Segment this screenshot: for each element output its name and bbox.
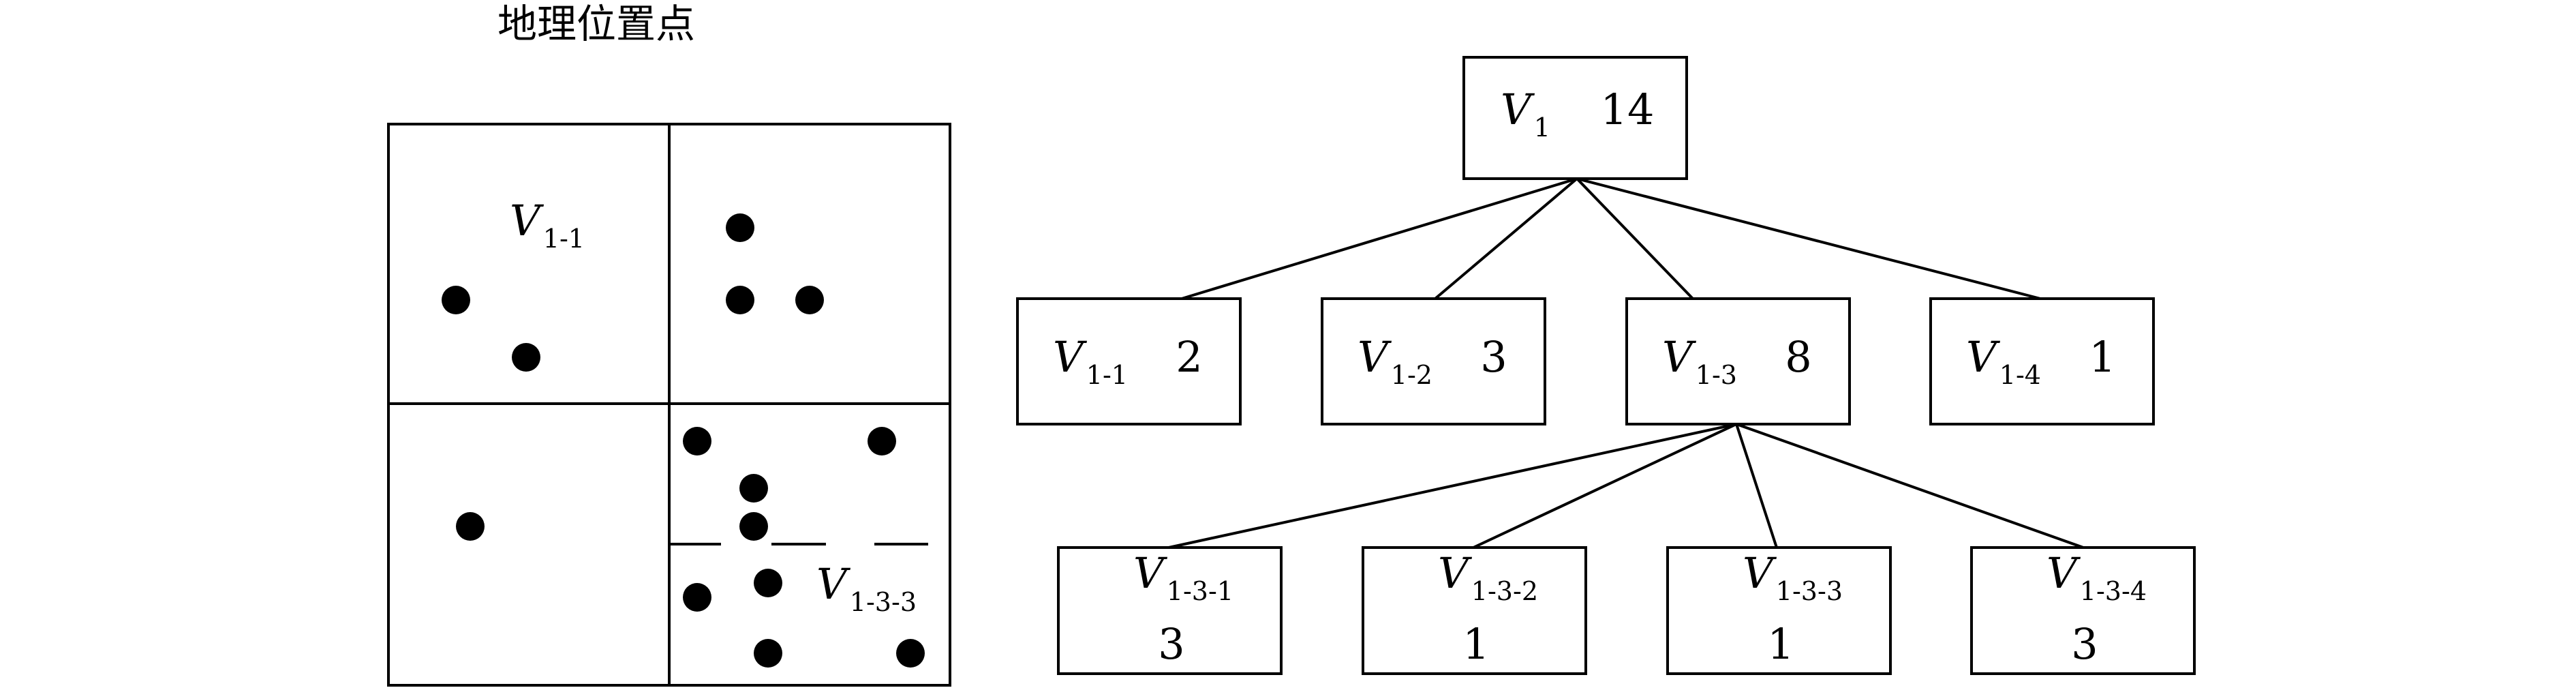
node-box — [1666, 546, 1892, 675]
location-point — [754, 639, 782, 668]
node-box — [1625, 297, 1851, 425]
location-point — [442, 286, 470, 314]
location-point — [868, 427, 896, 455]
tree-edges — [1168, 177, 2084, 549]
node-count: 8 — [1785, 332, 1811, 382]
node-box — [1462, 56, 1688, 180]
location-point — [683, 583, 711, 612]
node-count: 1 — [1462, 619, 1489, 669]
tree-edge — [1168, 423, 1737, 549]
node-box — [1016, 297, 1242, 425]
location-point — [754, 569, 782, 597]
node-count: 1 — [1767, 619, 1794, 669]
node-count: 2 — [1176, 332, 1202, 382]
location-point — [726, 286, 754, 314]
node-count: 3 — [1480, 332, 1507, 382]
node-box — [1929, 297, 2155, 425]
location-point — [456, 512, 485, 541]
node-count: 1 — [2089, 332, 2115, 382]
node-box — [1970, 546, 2196, 675]
tree-edge — [1576, 177, 2041, 300]
location-point — [739, 512, 768, 541]
tree-edge — [1576, 177, 1694, 300]
node-count: 3 — [2071, 619, 2098, 669]
node-box — [1321, 297, 1546, 425]
tree-edge — [1181, 177, 1578, 300]
node-box — [1362, 546, 1587, 675]
location-point — [739, 474, 768, 503]
tree-edge — [1473, 423, 1737, 549]
location-point — [512, 343, 540, 372]
node-count: 14 — [1601, 85, 1655, 134]
location-points — [442, 213, 925, 668]
location-point — [683, 427, 711, 455]
node-box — [1057, 546, 1283, 675]
tree-edge — [1735, 423, 1778, 548]
tree-edge — [1736, 423, 2084, 549]
location-point — [726, 213, 754, 242]
location-point — [795, 286, 824, 314]
node-count: 3 — [1158, 619, 1184, 669]
location-point — [896, 639, 925, 668]
panel-title: 地理位置点 — [497, 1, 695, 47]
tree-edge — [1434, 177, 1578, 300]
quadrant-grid — [387, 123, 951, 687]
